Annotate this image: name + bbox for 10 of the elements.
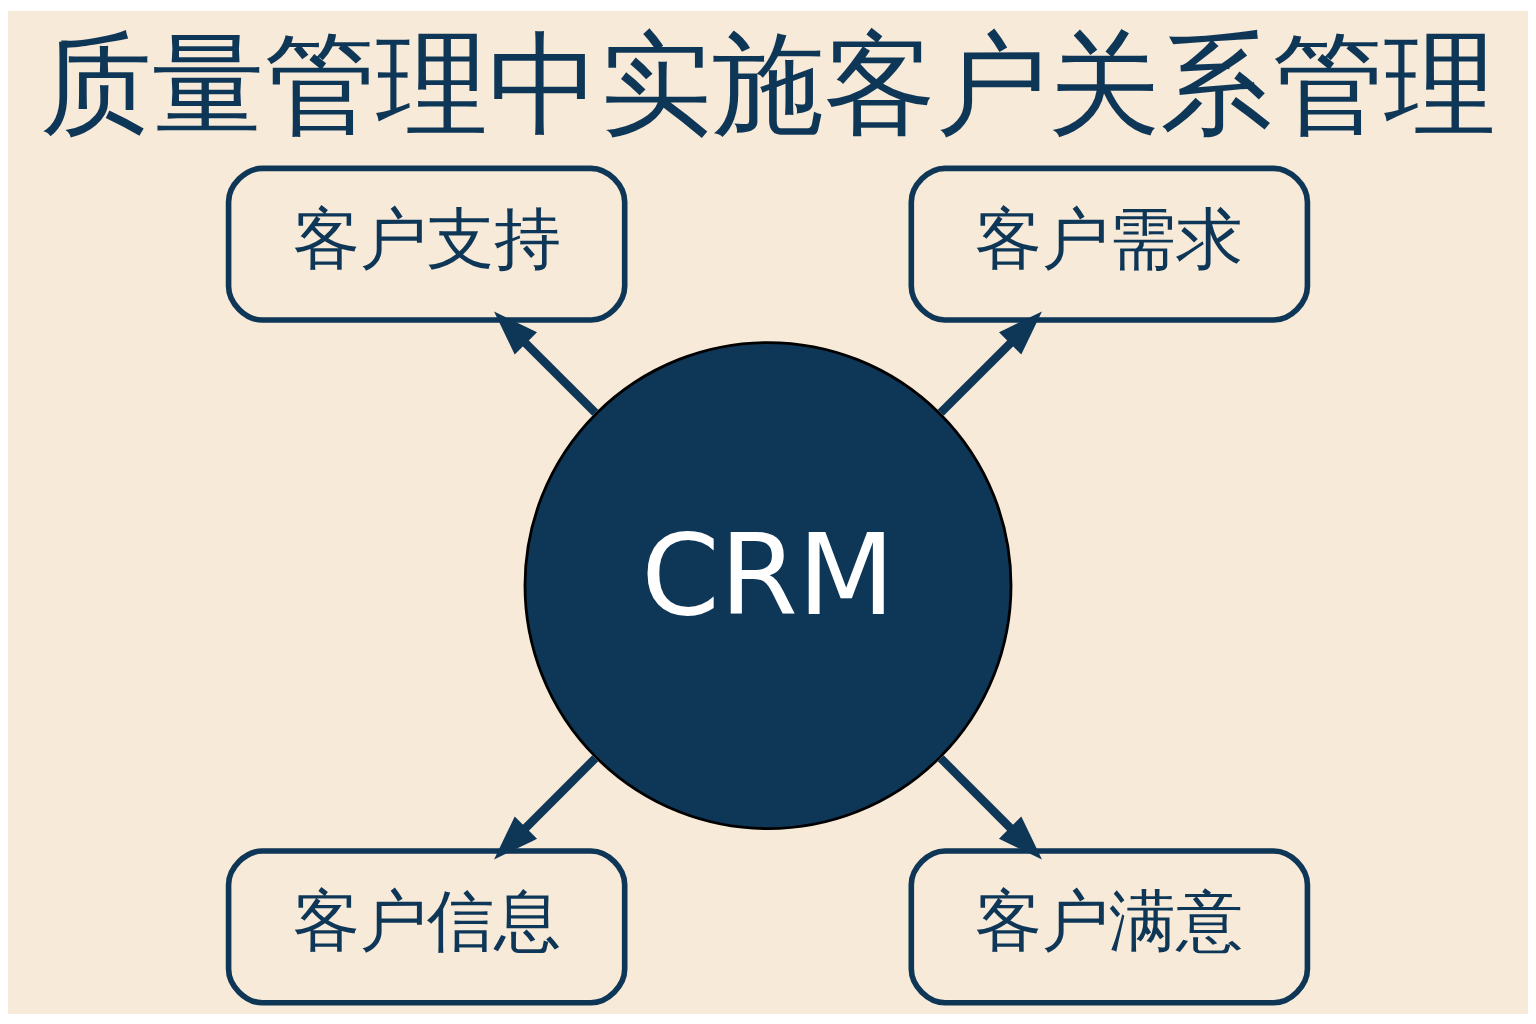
node-circle: CRM — [523, 340, 1013, 830]
node-box: 客户需求 — [908, 165, 1311, 323]
node-box: 客户信息 — [225, 847, 628, 1006]
arrow — [937, 311, 1042, 416]
node-box: 客户满意 — [908, 847, 1311, 1006]
arrow — [937, 754, 1042, 859]
diagram-title: 质量管理中实施客户关系管理 — [40, 18, 1496, 150]
arrow — [494, 311, 599, 416]
node-box: 客户支持 — [225, 165, 628, 323]
arrow — [494, 754, 599, 859]
